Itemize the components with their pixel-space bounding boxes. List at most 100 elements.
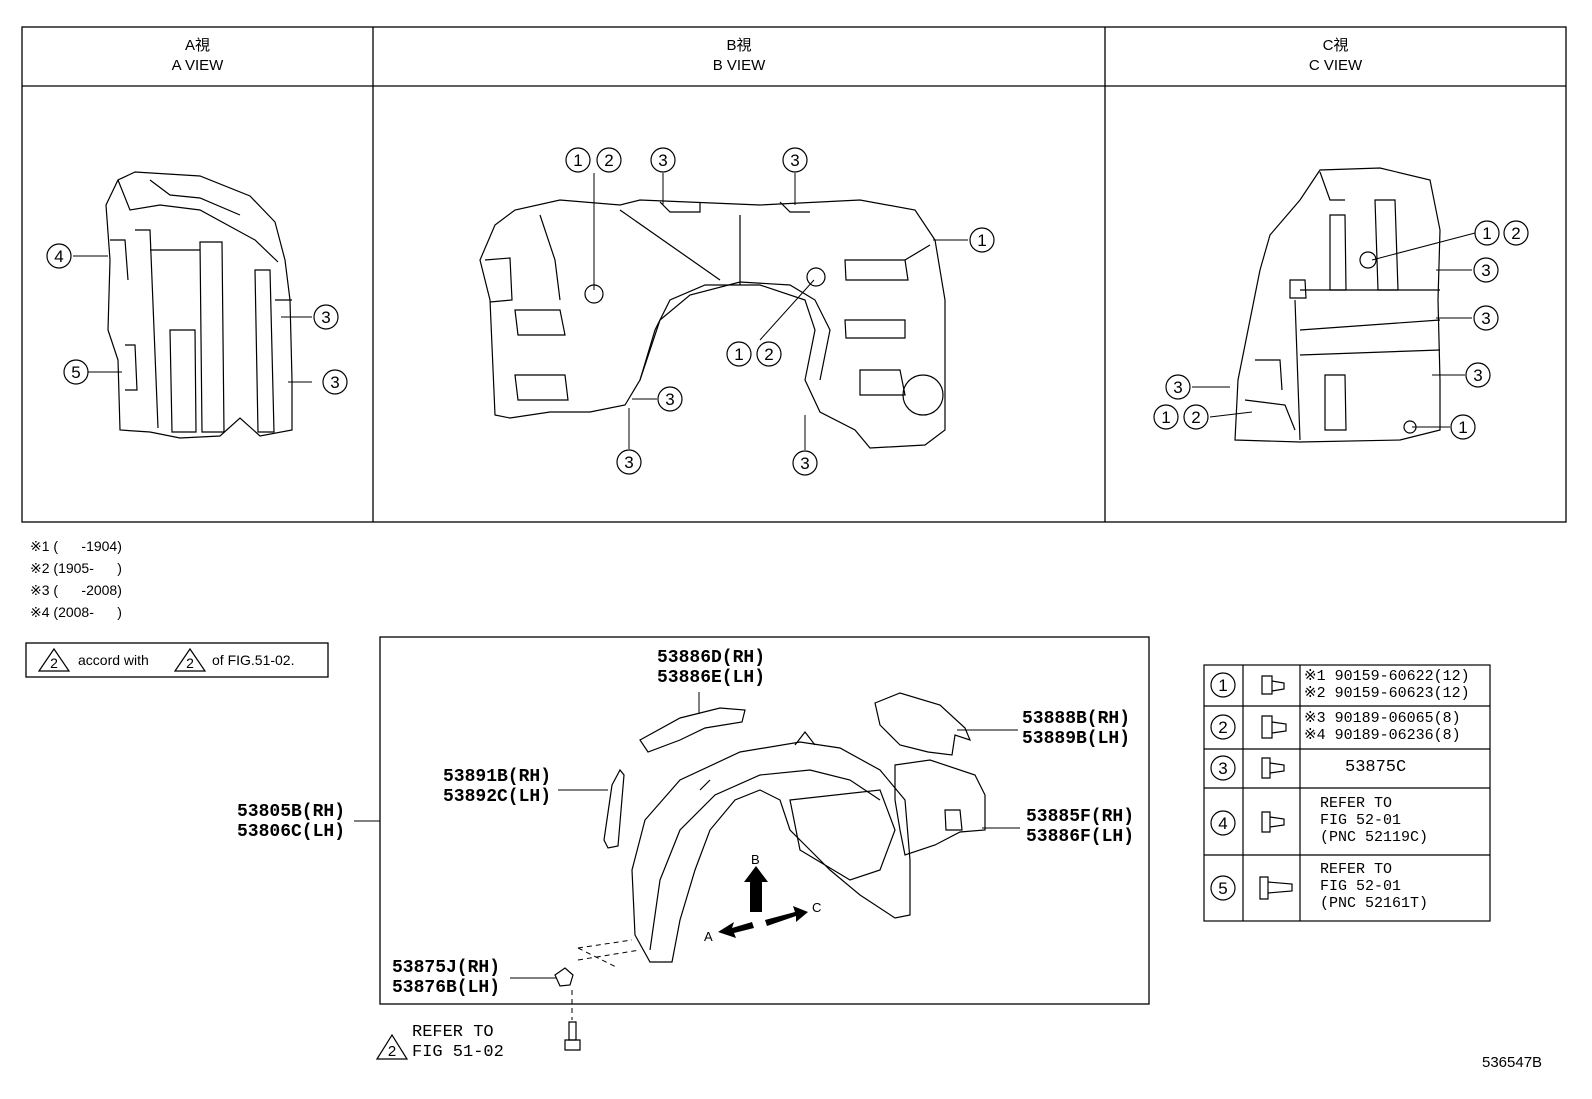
table-row-number: 4	[1218, 814, 1227, 833]
callout-number: 2	[604, 151, 613, 170]
callout-circle	[1450, 414, 1476, 440]
svg-text:2: 2	[186, 655, 194, 671]
callout-circle	[1153, 404, 1179, 430]
exploded-view-drawing	[554, 692, 986, 1051]
callout-number: 1	[1458, 418, 1467, 437]
svg-text:2: 2	[388, 1043, 396, 1060]
table-row-number-circle	[1210, 714, 1236, 740]
callout-number: 1	[977, 231, 986, 250]
callout-number: 3	[1481, 309, 1490, 328]
table-row-number-circle	[1210, 672, 1236, 698]
callout-number: 5	[71, 363, 80, 382]
table-row-number: 2	[1218, 718, 1227, 737]
fastener-table-grid	[1203, 664, 1491, 922]
callout-number: 1	[1161, 408, 1170, 427]
arrow-b	[744, 866, 768, 912]
part-53891B: 53891B(RH)53892C(LH)	[443, 767, 552, 807]
triangle-mark-icon: 2	[37, 647, 71, 672]
callout-number: 3	[330, 373, 339, 392]
callout-circle	[322, 369, 348, 395]
table-row-number-circle	[1210, 755, 1236, 781]
part-53875J: 53875J(RH)53876B(LH)	[392, 958, 501, 998]
part-53885F: 53885F(RH)53886F(LH)	[1026, 807, 1135, 847]
arrow-c-label: C	[812, 900, 822, 915]
callout-circle	[756, 341, 782, 367]
callout-circle	[1165, 374, 1191, 400]
callout-circle	[792, 450, 818, 476]
callout-circle	[1183, 404, 1209, 430]
callout-circle	[1474, 220, 1500, 246]
callout-circle	[726, 341, 752, 367]
callout-number: 1	[1482, 224, 1491, 243]
note-2: ※2 (1905- )	[30, 560, 122, 576]
legend-text-2: of FIG.51-02.	[212, 652, 295, 668]
callout-circle	[596, 147, 622, 173]
arrow-a	[718, 922, 754, 938]
callout-circle	[63, 359, 89, 385]
a-view-title-en: A VIEW	[171, 57, 224, 74]
triangle-mark-icon: 2	[173, 647, 207, 672]
a-view-drawing	[105, 171, 293, 439]
callout-number: 3	[1481, 261, 1490, 280]
part-53888B: 53888B(RH)53889B(LH)	[1022, 709, 1131, 749]
callout-circle	[969, 227, 995, 253]
callout-number: 2	[1511, 224, 1520, 243]
view-frame	[21, 26, 1567, 523]
callout-circle	[657, 386, 683, 412]
b-view-title-jp: B視	[726, 37, 752, 54]
c-view-drawing	[1234, 167, 1441, 443]
callout-number: 3	[624, 453, 633, 472]
callout-circle	[1473, 305, 1499, 331]
c-view-title-en: C VIEW	[1308, 57, 1363, 74]
callout-number: 3	[790, 151, 799, 170]
table-row-3-text: 53875C	[1345, 758, 1407, 777]
callout-circle	[1503, 220, 1529, 246]
callout-number: 1	[573, 151, 582, 170]
callout-circle	[650, 147, 676, 173]
c-view-title-jp: C視	[1322, 37, 1349, 54]
callout-number: 4	[54, 247, 63, 266]
part-53886D: 53886D(RH)53886E(LH)	[657, 648, 766, 688]
view-arrows	[718, 866, 808, 938]
legend-text-1: accord with	[78, 652, 149, 668]
triangle-mark-icon: 2	[375, 1033, 409, 1060]
callout-number: 3	[658, 151, 667, 170]
note-4: ※4 (2008- )	[30, 604, 122, 620]
callout-circle	[313, 304, 339, 330]
part-53805B: 53805B(RH)53806C(LH)	[237, 802, 346, 842]
callout-number: 2	[764, 345, 773, 364]
table-row-2-text: ※3 90189-06065(8)※4 90189-06236(8)	[1304, 710, 1461, 744]
legend-box	[25, 642, 329, 678]
table-row-1-text: ※1 90159-60622(12)※2 90159-60623(12)	[1304, 668, 1470, 702]
note-3: ※3 ( -2008)	[30, 582, 122, 598]
table-row-number: 1	[1218, 676, 1227, 695]
table-row-number-circle	[1210, 810, 1236, 836]
callout-number: 3	[1473, 366, 1482, 385]
a-view-title-jp: A視	[184, 37, 210, 54]
callout-circle	[1465, 362, 1491, 388]
callout-number: 1	[734, 345, 743, 364]
callout-circle	[782, 147, 808, 173]
callout-circle	[1473, 257, 1499, 283]
table-row-number: 5	[1218, 879, 1227, 898]
callout-number: 3	[1173, 378, 1182, 397]
svg-text:2: 2	[50, 655, 58, 671]
arrow-b-label: B	[751, 852, 760, 867]
callout-circle	[46, 243, 72, 269]
callout-circle	[616, 449, 642, 475]
table-row-number-circle	[1210, 875, 1236, 901]
b-view-drawing	[479, 199, 946, 449]
callout-number: 3	[800, 454, 809, 473]
callout-circle	[565, 147, 591, 173]
b-view-title-en: B VIEW	[712, 57, 766, 74]
callout-number: 3	[665, 390, 674, 409]
arrow-a-label: A	[704, 929, 713, 944]
note-1: ※1 ( -1904)	[30, 538, 122, 554]
